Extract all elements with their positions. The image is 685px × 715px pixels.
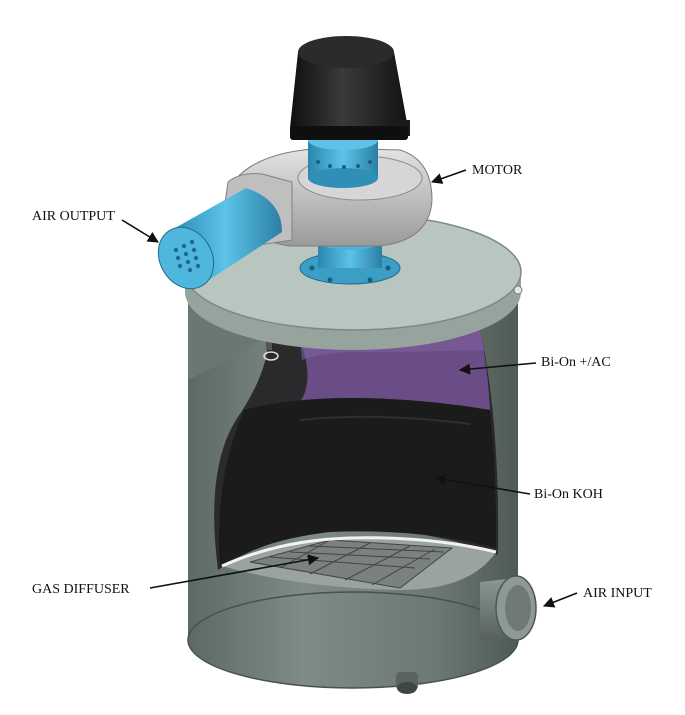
air-input-pipe: [480, 575, 537, 641]
motor-assembly: [290, 36, 410, 188]
gas-diffuser-grid: [249, 539, 454, 589]
black-media-layer: [219, 398, 497, 566]
cutaway-interior: [214, 330, 499, 590]
label-bi-on-koh: Bi-On KOH: [534, 487, 603, 502]
label-air-input: AIR INPUT: [583, 586, 652, 601]
side-valve-fitting: [263, 336, 279, 361]
arrow-motor: [430, 169, 467, 184]
label-bi-on-ac: Bi-On +/AC: [541, 355, 611, 370]
label-motor: MOTOR: [472, 163, 523, 178]
label-gas-diffuser: GAS DIFFUSER: [32, 582, 130, 597]
arrow-bi-on-ac: [458, 362, 537, 375]
arrow-air-input: [542, 592, 578, 608]
label-air-output: AIR OUTPUT: [32, 209, 115, 224]
arrow-gas-diffuser: [149, 554, 320, 589]
arrow-bi-on-koh: [434, 474, 531, 495]
motor-cap: [290, 41, 408, 139]
callout-arrows: [121, 169, 578, 608]
air-output-nozzle: [157, 188, 282, 290]
arrow-air-output: [121, 219, 159, 243]
drain-fitting: [396, 672, 418, 694]
